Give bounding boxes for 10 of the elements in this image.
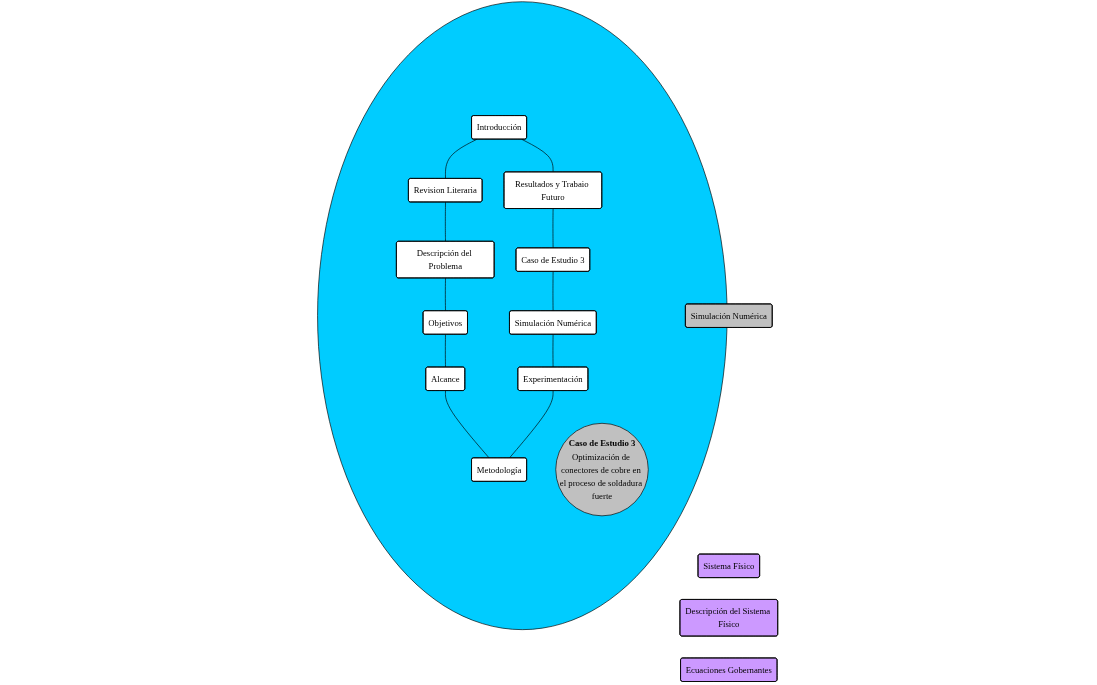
connector <box>552 271 554 312</box>
node-circle: Caso de Estudio 3 Optimización de conectores de cobre en el proceso de soldadura fuerte <box>555 422 649 517</box>
connector <box>445 390 490 459</box>
connector <box>521 139 554 173</box>
connector <box>445 277 446 312</box>
connector <box>552 334 554 368</box>
connector <box>445 201 446 242</box>
connector <box>552 208 554 249</box>
connector <box>445 334 446 368</box>
connector <box>509 390 554 459</box>
